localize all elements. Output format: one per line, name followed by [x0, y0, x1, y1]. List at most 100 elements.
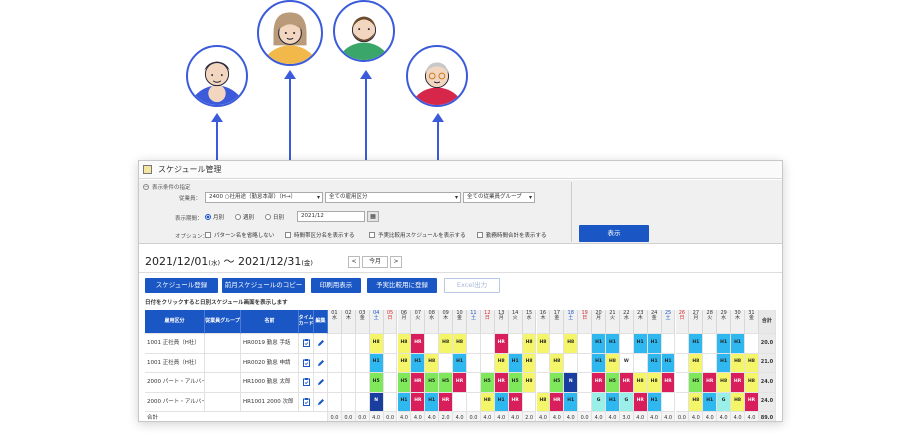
shift-cell[interactable] — [508, 334, 523, 354]
shift-cell[interactable]: H5 — [439, 373, 454, 393]
shift-cell[interactable]: H1 — [731, 334, 745, 354]
shift-cell[interactable] — [453, 392, 467, 412]
shift-cell[interactable]: HR — [494, 334, 509, 354]
shift-cell[interactable]: H8 — [564, 334, 579, 354]
copy-last-month-button[interactable]: 前月スケジュールのコピー — [222, 278, 305, 293]
shift-cell[interactable]: H1 — [411, 353, 426, 373]
shift-cell[interactable] — [578, 373, 593, 393]
shift-cell[interactable]: H8 — [369, 334, 384, 354]
shift-cell[interactable] — [328, 373, 342, 393]
pencil-icon[interactable] — [317, 359, 325, 367]
shift-cell[interactable] — [661, 392, 676, 412]
shift-cell[interactable]: H1 — [369, 353, 384, 373]
shift-cell[interactable]: HR — [550, 392, 565, 412]
shift-cell[interactable] — [425, 334, 440, 354]
shift-cell[interactable] — [341, 334, 356, 354]
shift-cell[interactable] — [341, 373, 356, 393]
shift-cell[interactable]: HR — [661, 373, 676, 393]
shift-cell[interactable] — [619, 334, 634, 354]
shift-cell[interactable] — [355, 353, 370, 373]
this-month-button[interactable]: 今月 — [362, 256, 388, 268]
shift-cell[interactable] — [661, 334, 676, 354]
shift-cell[interactable] — [328, 353, 342, 373]
pencil-icon[interactable] — [317, 378, 325, 386]
shift-cell[interactable] — [341, 353, 356, 373]
shift-cell[interactable] — [439, 353, 454, 373]
shift-cell[interactable] — [675, 353, 690, 373]
shift-cell[interactable]: N — [369, 392, 384, 412]
timecard-cell[interactable] — [299, 373, 314, 393]
shift-cell[interactable] — [355, 392, 370, 412]
shift-cell[interactable]: H8 — [439, 334, 454, 354]
print-view-button[interactable]: 印刷用表示 — [311, 278, 361, 293]
employment-select[interactable]: 全ての雇用区分 — [325, 192, 461, 203]
shift-cell[interactable]: H1 — [453, 353, 467, 373]
shift-cell[interactable]: H1 — [633, 334, 648, 354]
shift-cell[interactable]: H8 — [550, 353, 565, 373]
shift-cell[interactable]: H5 — [550, 373, 565, 393]
shift-cell[interactable]: H1 — [689, 334, 704, 354]
shift-cell[interactable]: HR — [508, 392, 523, 412]
shift-cell[interactable]: H1 — [592, 353, 606, 373]
timecard-cell[interactable] — [299, 334, 314, 354]
shift-cell[interactable]: H1 — [508, 353, 523, 373]
shift-cell[interactable]: H1 — [717, 353, 732, 373]
shift-cell[interactable]: H8 — [453, 334, 467, 354]
shift-cell[interactable]: H5 — [480, 373, 495, 393]
shift-cell[interactable]: H8 — [425, 353, 440, 373]
shift-cell[interactable] — [467, 353, 481, 373]
edit-cell[interactable] — [314, 353, 328, 373]
shift-cell[interactable] — [536, 373, 551, 393]
shift-cell[interactable]: HR — [619, 373, 634, 393]
pencil-icon[interactable] — [317, 398, 325, 406]
shift-cell[interactable] — [522, 392, 537, 412]
prev-month-button[interactable]: < — [348, 256, 360, 268]
shift-cell[interactable]: HR — [411, 392, 426, 412]
shift-cell[interactable] — [536, 353, 551, 373]
shift-cell[interactable]: H5 — [397, 373, 412, 393]
shift-cell[interactable]: H8 — [397, 353, 412, 373]
shift-cell[interactable] — [675, 392, 690, 412]
shift-cell[interactable]: H8 — [717, 373, 732, 393]
timecard-icon[interactable] — [302, 378, 310, 387]
shift-cell[interactable]: H8 — [480, 392, 495, 412]
filter-header[interactable]: −表示条件の指定 — [143, 184, 191, 191]
shift-cell[interactable]: H1 — [564, 392, 579, 412]
shift-cell[interactable] — [703, 353, 718, 373]
shift-cell[interactable]: H8 — [647, 373, 662, 393]
shift-cell[interactable]: HR — [411, 373, 426, 393]
shift-cell[interactable]: HR — [731, 373, 745, 393]
shift-cell[interactable] — [355, 373, 370, 393]
shift-cell[interactable]: HR — [703, 373, 718, 393]
shift-cell[interactable]: H8 — [494, 353, 509, 373]
shift-cell[interactable] — [467, 334, 481, 354]
shift-cell[interactable]: H8 — [536, 334, 551, 354]
shift-cell[interactable] — [355, 334, 370, 354]
shift-cell[interactable]: W — [619, 353, 634, 373]
edit-cell[interactable] — [314, 392, 328, 412]
shift-cell[interactable] — [564, 353, 579, 373]
edit-cell[interactable] — [314, 373, 328, 393]
